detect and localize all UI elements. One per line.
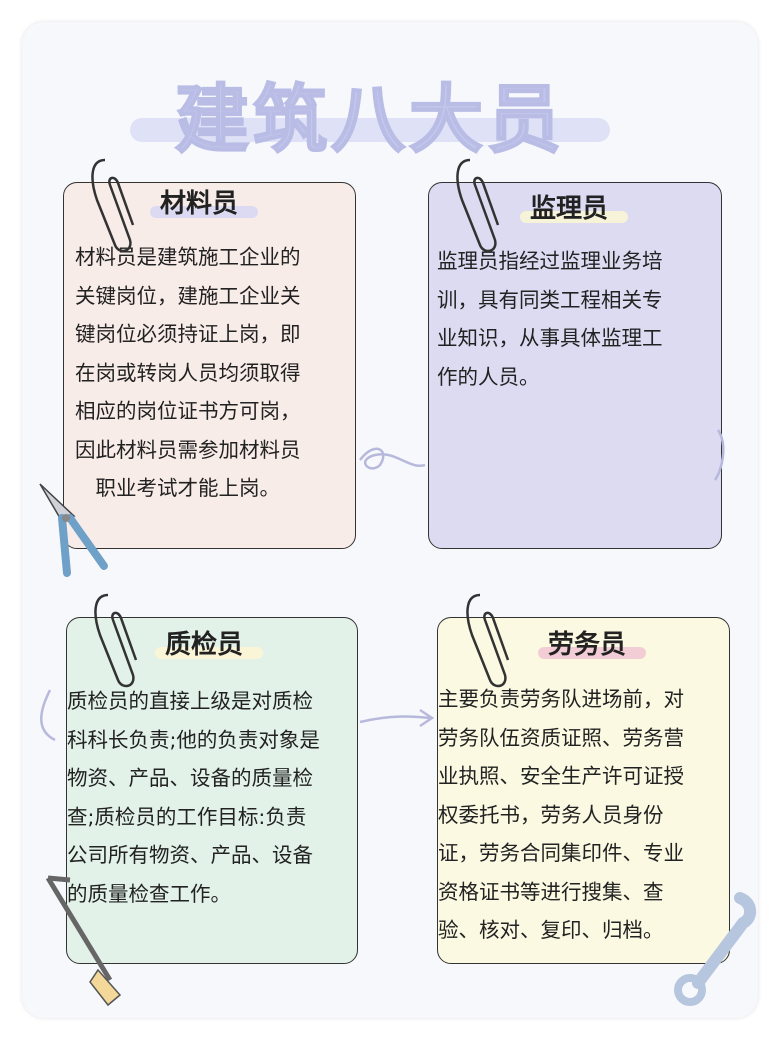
- paperclip-icon: [94, 593, 138, 688]
- card-supervisor: [428, 182, 722, 549]
- card-title-supervisor: 监理员: [520, 188, 629, 225]
- card-body-materials: 材料员是建筑施工企业的关键岗位，建施工企业关键岗位必须持证上岗，即在岗或转岗人员…: [75, 245, 301, 500]
- card-title-quality: 质检员: [155, 624, 264, 661]
- card-body-quality: 质检员的直接上级是对质检科科长负责;他的负责对象是物资、产品、设备的质量检查;质…: [67, 689, 320, 906]
- arrow-decoration: [40, 689, 435, 742]
- card-body-supervisor: 监理员指经过监理业务培训，具有同类工程相关专业知识，从事具体监理工作的人员。: [437, 249, 663, 389]
- saw-icon: [45, 875, 122, 1007]
- paperclip-icon: [456, 158, 500, 253]
- card-body-labor: 主要负责劳务队进场前，对劳务队伍资质证照、劳务营业执照、安全生产许可证授权委托书…: [438, 687, 684, 942]
- pliers-icon: [39, 483, 108, 577]
- wrench-icon: [674, 892, 757, 1006]
- card-labor: [437, 617, 730, 964]
- card-title-materials: 材料员: [150, 183, 259, 220]
- paperclip-icon: [466, 593, 510, 688]
- poster-header: 建筑八大员: [130, 60, 610, 164]
- title-highlight: [130, 118, 610, 142]
- paperclip-icon: [91, 158, 135, 253]
- poster-title: 建筑八大员: [174, 76, 565, 164]
- card-title-labor: 劳务员: [538, 624, 647, 661]
- squiggle-arrow-decoration: [359, 429, 725, 481]
- card-materials: [63, 182, 356, 549]
